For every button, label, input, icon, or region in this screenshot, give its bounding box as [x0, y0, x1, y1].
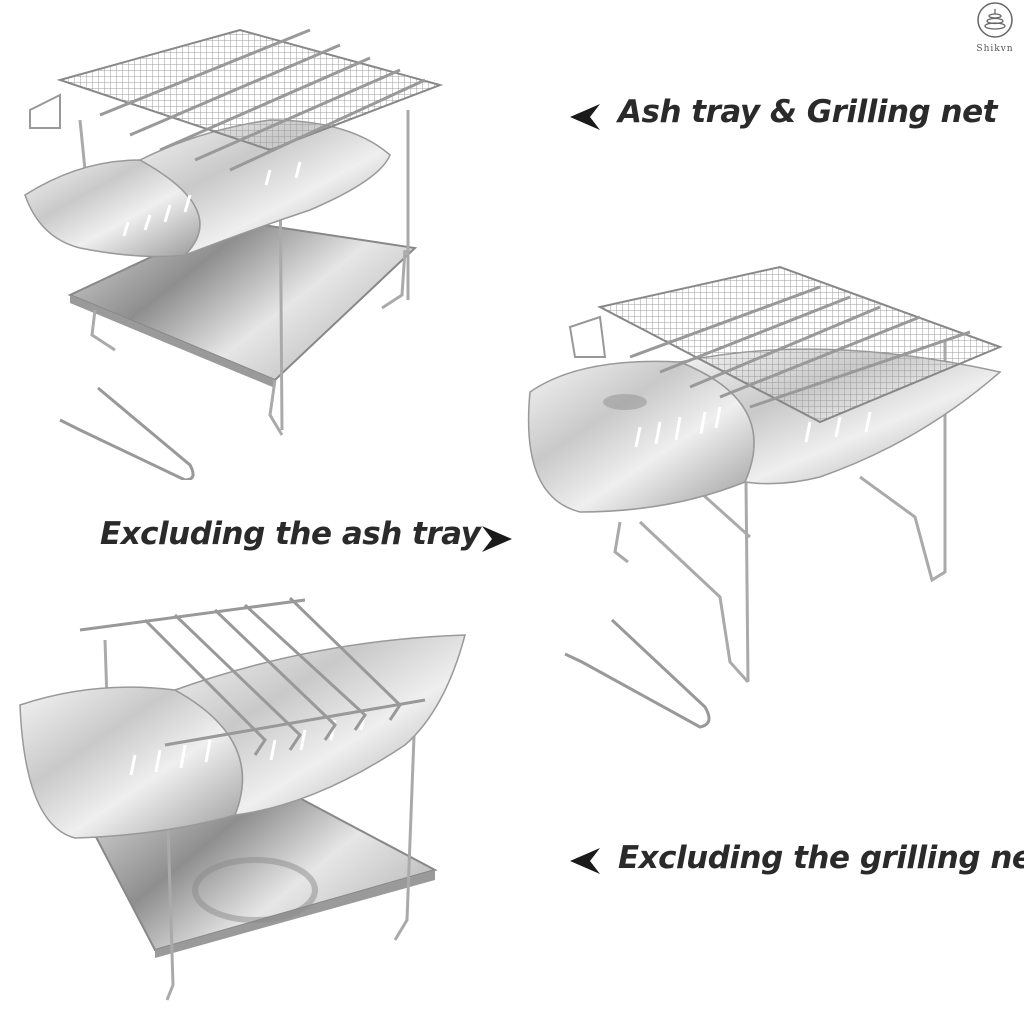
grill-without-grilling-net-image — [19, 596, 466, 1001]
label-excluding-ash-tray: Excluding the ash tray — [100, 516, 481, 552]
label-ash-tray-and-grilling-net: Ash tray & Grilling net — [618, 94, 997, 130]
arrow-right-icon — [482, 526, 512, 552]
grill-with-ash-tray-and-net-image — [24, 28, 444, 480]
brand-name: Shikvn — [976, 44, 1014, 54]
arrow-left-icon — [570, 104, 600, 130]
label-excluding-grilling-net: Excluding the grilling net — [618, 840, 1024, 876]
grill-without-ash-tray-image — [527, 265, 1003, 729]
arrow-left-icon — [570, 848, 600, 874]
brand-logo-icon — [977, 2, 1013, 38]
